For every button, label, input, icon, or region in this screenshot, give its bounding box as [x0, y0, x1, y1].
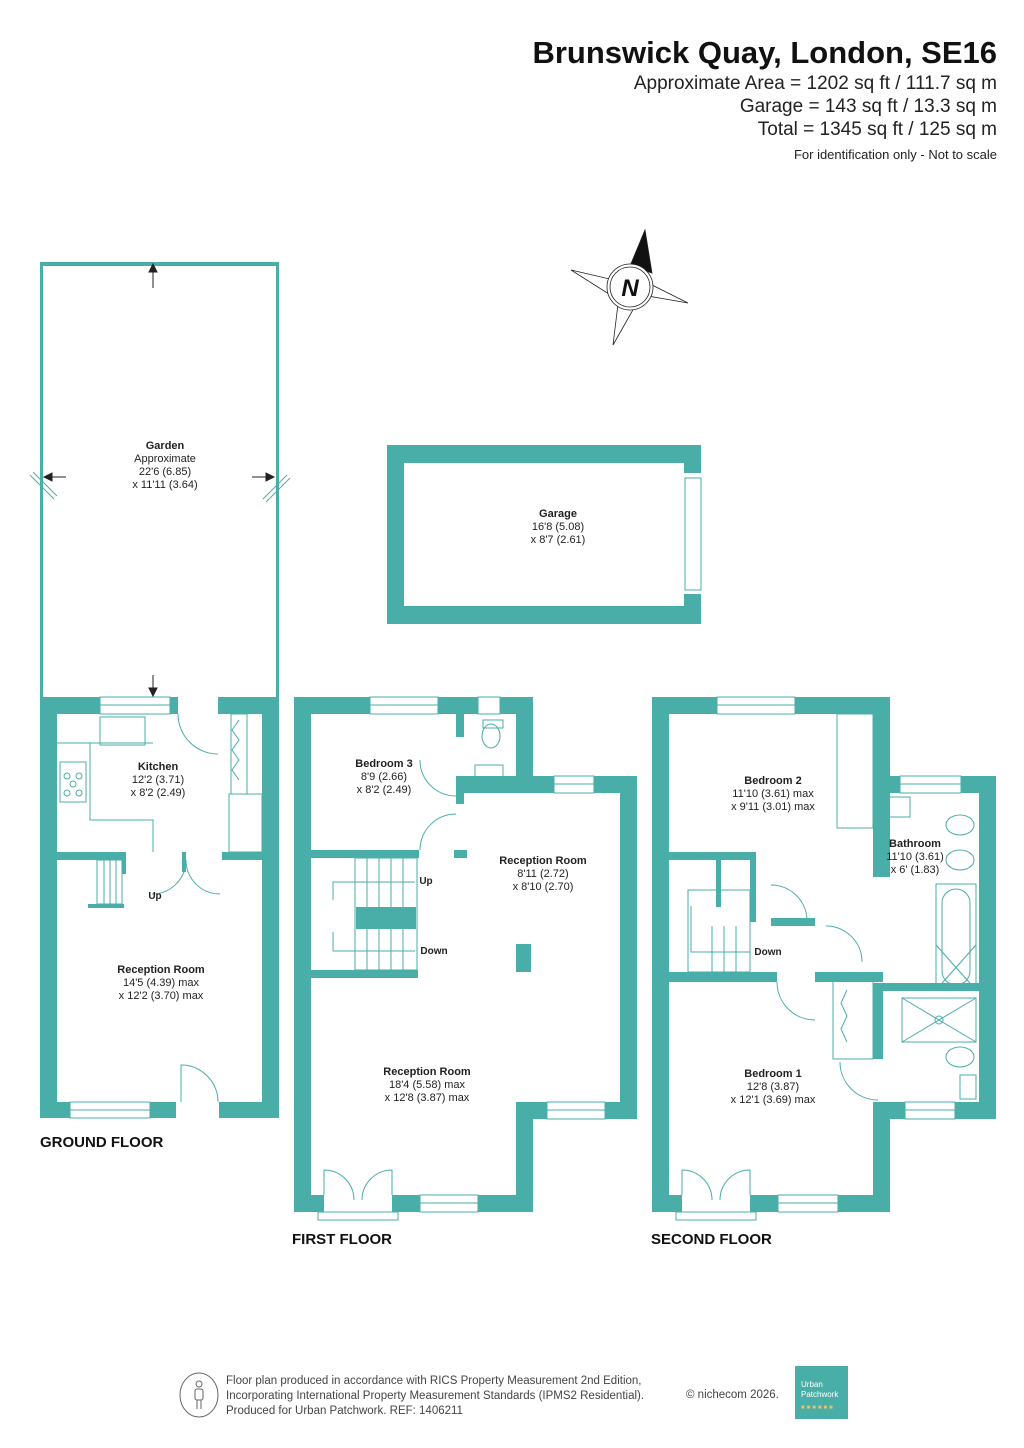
- floor-title-ground: GROUND FLOOR: [40, 1134, 164, 1151]
- garden-arrows: [42, 262, 276, 698]
- garage-area: Garage = 143 sq ft / 13.3 sq m: [739, 96, 997, 117]
- room-label-bedroom-1: Bedroom 1 12'8 (3.87) x 12'1 (3.69) max: [730, 1068, 816, 1106]
- room-label-garage: Garage 16'8 (5.08) x 8'7 (2.61): [530, 508, 586, 546]
- room-label-first-reception-small: Reception Room 8'11 (2.72) x 8'10 (2.70): [499, 855, 587, 893]
- room-label-bedroom-2: Bedroom 2 11'10 (3.61) max x 9'11 (3.01)…: [731, 775, 815, 813]
- floor-title-second: SECOND FLOOR: [651, 1231, 772, 1248]
- total-area: Total = 1345 sq ft / 125 sq m: [757, 119, 997, 140]
- urban-patchwork-logo: Urban Patchwork ■■■■■■: [795, 1366, 848, 1419]
- ground-floor-walls: [40, 697, 279, 1118]
- garage-walls: [387, 445, 701, 624]
- bathroom-fixtures: [474, 719, 977, 1100]
- kitchen-units: [57, 713, 263, 853]
- room-label-bedroom-3: Bedroom 3 8'9 (2.66) x 8'2 (2.49): [355, 758, 413, 796]
- header: Brunswick Quay, London, SE16 Approximate…: [532, 34, 997, 164]
- room-label-first-reception-large: Reception Room 18'4 (5.58) max x 12'8 (3…: [383, 1066, 471, 1104]
- room-label-kitchen: Kitchen 12'2 (3.71) x 8'2 (2.49): [130, 761, 186, 799]
- stair-label-ground-up: Up: [148, 891, 162, 902]
- room-label-bathroom: Bathroom 11'10 (3.61) x 6' (1.83): [886, 838, 944, 876]
- svg-text:N: N: [621, 275, 639, 302]
- stair-label-first-down: Down: [420, 946, 448, 957]
- compass-icon: N: [570, 228, 689, 346]
- logo-dots: ■■■■■■: [801, 1405, 835, 1411]
- floor-title-first: FIRST FLOOR: [292, 1231, 392, 1248]
- stair-label-second-down: Down: [754, 947, 782, 958]
- footer-disclaimer: Floor plan produced in accordance with R…: [226, 1375, 645, 1417]
- windows: [69, 477, 962, 1213]
- stairs: [96, 713, 874, 1060]
- door-swings: [151, 713, 879, 1221]
- room-label-ground-reception: Reception Room 14'5 (4.39) max x 12'2 (3…: [117, 964, 205, 1002]
- garden-boundary-ticks: [29, 471, 291, 503]
- property-title: Brunswick Quay, London, SE16: [532, 35, 997, 70]
- stair-label-first-up: Up: [419, 876, 433, 887]
- person-icon: [179, 1372, 219, 1418]
- approx-area: Approximate Area = 1202 sq ft / 111.7 sq…: [633, 73, 997, 94]
- footer-copyright: © nichecom 2026.: [686, 1389, 779, 1401]
- first-floor-walls: [294, 697, 637, 1212]
- scale-note: For identification only - Not to scale: [793, 147, 997, 162]
- room-label-garden: Garden Approximate 22'6 (6.85) x 11'11 (…: [132, 440, 198, 491]
- second-floor-walls: [652, 697, 996, 1212]
